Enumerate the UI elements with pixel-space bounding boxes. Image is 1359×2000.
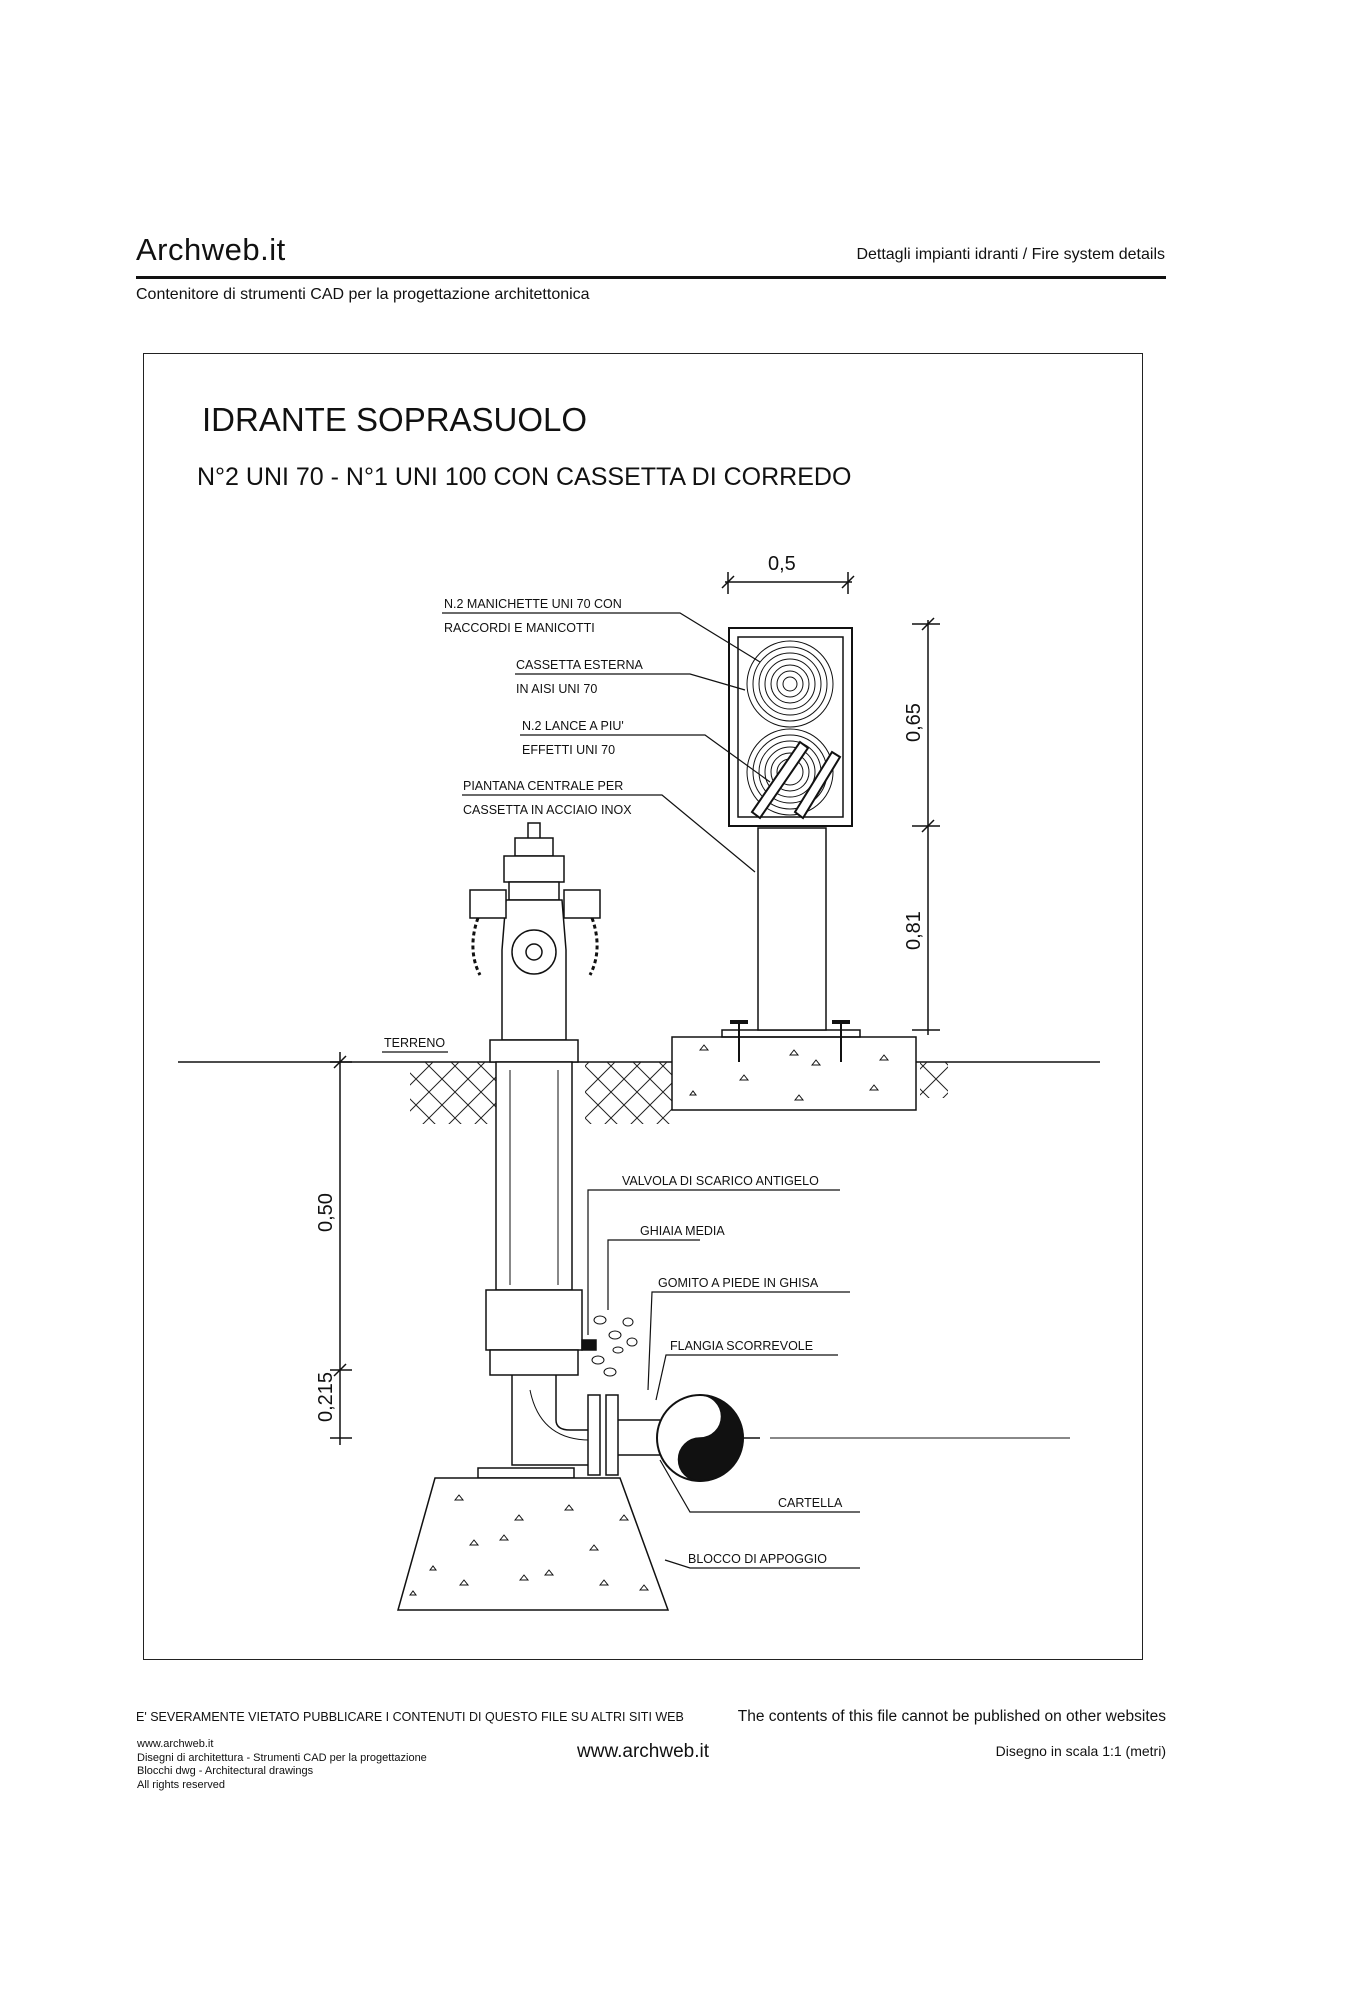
leader-lines-top [442,612,771,873]
footer-website: www.archweb.it [577,1741,709,1762]
label-hoses-1: N.2 MANICHETTE UNI 70 CON [444,597,622,611]
label-box-2: IN AISI UNI 70 [516,682,597,696]
footer-credit-line: Disegni di architettura - Strumenti CAD … [137,1751,427,1764]
dim-box-height: 0,65 [903,703,925,742]
label-sign: CARTELLA [778,1496,843,1510]
outlet-chain-left [471,917,482,976]
label-block: BLOCCO DI APPOGGIO [688,1552,827,1566]
sliding-flange [587,1394,601,1476]
support-block [397,1477,670,1611]
block-aggregate [409,1494,650,1596]
foot-elbow [511,1375,590,1466]
foundation-aggregate [689,1044,890,1101]
label-lances-1: N.2 LANCE A PIU' [522,719,624,733]
dim-elbow-depth: 0,215 [315,1372,337,1422]
label-ground: TERRENO [384,1036,445,1050]
footer-credits: www.archweb.it Disegni di architettura -… [137,1738,427,1792]
notice-english: The contents of this file cannot be publ… [737,1708,1166,1725]
footer-scale: Disegno in scala 1:1 (metri) [995,1743,1166,1759]
hose-reel-top [746,640,834,728]
soil-hatch-right [585,1062,673,1124]
dim-box-width: 0,5 [768,553,796,575]
label-elbow: GOMITO A PIEDE IN GHISA [658,1276,819,1290]
stainless-post [757,827,827,1031]
hydrant-column [485,822,583,1376]
label-post-1: PIANTANA CENTRALE PER [463,779,623,793]
hose-reel-bottom [746,728,834,816]
dim-post-height: 0,81 [903,911,925,950]
leader-lines-bottom [587,1189,860,1569]
footer-credit-line: www.archweb.it [137,1738,214,1750]
drawing-frame [143,353,1143,1660]
soil-hatch-far [920,1062,948,1098]
nozzle-lances [750,740,842,820]
dim-buried-depth: 0,50 [315,1193,337,1232]
drawing-title: IDRANTE SOPRASUOLO [202,401,588,438]
footer-credit-line: All rights reserved [137,1778,226,1791]
footer-credit-line: Blocchi dwg - Architectural drawings [137,1765,314,1777]
outlet-chain-right [588,917,599,976]
section-title: Dettagli impianti idranti / Fire system … [856,246,1165,263]
drawing-subtitle: N°2 UNI 70 - N°1 UNI 100 CON CASSETTA DI… [197,463,852,491]
header-rule [136,276,1166,279]
label-post-2: CASSETTA IN ACCIAIO INOX [463,803,632,817]
notice-italian: E' SEVERAMENTE VIETATO PUBBLICARE I CONT… [136,1710,684,1724]
label-box-1: CASSETTA ESTERNA [516,658,644,672]
label-valve: VALVOLA DI SCARICO ANTIGELO [622,1174,819,1188]
label-lances-2: EFFETTI UNI 70 [522,743,615,757]
label-gravel: GHIAIA MEDIA [640,1224,725,1238]
gravel [591,1315,638,1377]
label-flange: FLANGIA SCORREVOLE [670,1339,813,1353]
tagline: Contenitore di strumenti CAD per la prog… [136,286,590,303]
hydrant-outlets [469,889,601,975]
brand-logo-text: Archweb.it [136,232,286,267]
drain-valve [581,1339,597,1351]
soil-hatch-left [410,1062,502,1124]
hose-box-inner [737,636,844,818]
label-hoses-2: RACCORDI E MANICOTTI [444,621,595,635]
post-foundation [671,1036,917,1111]
